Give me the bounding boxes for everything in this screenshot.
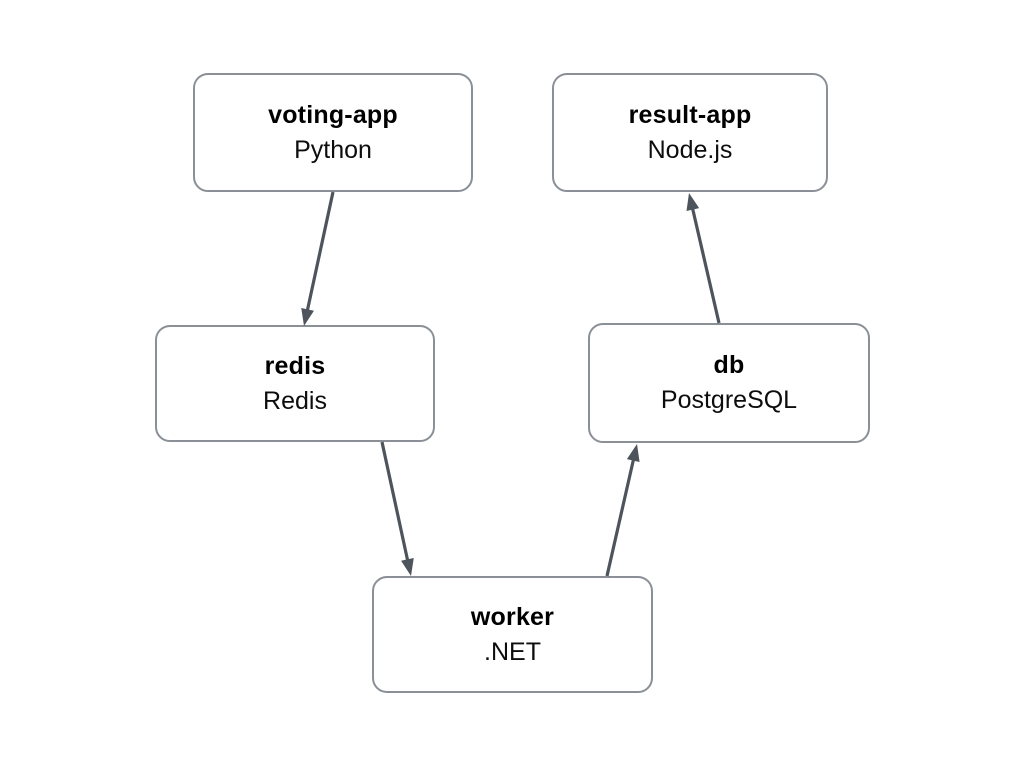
node-redis: redis Redis	[155, 325, 435, 442]
node-title: db	[713, 351, 745, 379]
edge-arrowhead-voting-app-to-redis	[301, 308, 314, 326]
node-subtitle: Python	[294, 135, 372, 164]
edge-line-redis-to-worker	[380, 441, 410, 564]
node-db: db PostgreSQL	[588, 323, 870, 443]
edge-arrowhead-redis-to-worker	[401, 558, 414, 576]
node-subtitle: PostgreSQL	[660, 386, 798, 414]
node-result-app: result-app Node.js	[552, 73, 828, 192]
node-title: voting-app	[268, 100, 398, 129]
node-title: redis	[264, 351, 326, 380]
edge-arrowhead-worker-to-db	[626, 444, 640, 463]
edge-line-db-to-result-app	[690, 205, 721, 324]
node-title: worker	[470, 602, 555, 631]
node-worker: worker .NET	[372, 576, 653, 693]
node-voting-app: voting-app Python	[193, 73, 473, 192]
node-title: result-app	[628, 100, 752, 129]
edge-line-voting-app-to-redis	[305, 191, 335, 314]
edge-arrowhead-db-to-result-app	[686, 193, 700, 212]
edge-line-worker-to-db	[605, 456, 636, 577]
node-subtitle: Node.js	[647, 135, 733, 164]
node-subtitle: .NET	[484, 637, 541, 666]
node-subtitle: Redis	[263, 386, 327, 415]
